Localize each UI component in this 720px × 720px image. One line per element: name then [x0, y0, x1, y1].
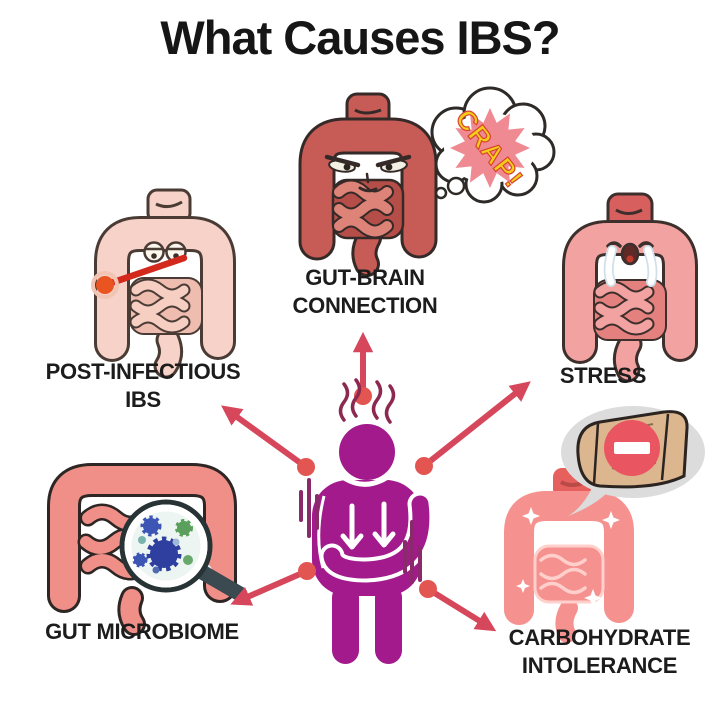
- no-entry-icon: [604, 420, 660, 476]
- steam-squiggle-icon: [338, 378, 396, 424]
- label-line: CONNECTION: [292, 293, 438, 319]
- flat-intestine-icon: [504, 465, 634, 643]
- microbes-icon: [132, 515, 193, 574]
- frown-mouth: [338, 470, 396, 487]
- sick-intestine-icon: [91, 188, 236, 379]
- label-line: IBS: [125, 387, 161, 413]
- crying-face-icon: [603, 241, 658, 287]
- label-line: GUT MICROBIOME: [45, 619, 239, 644]
- cause-label-gut-brain-connection: GUT-BRAIN CONNECTION: [255, 264, 475, 320]
- intestine-body: [94, 188, 236, 379]
- label-line: CARBOHYDRATE: [508, 625, 691, 650]
- label-line: POST-INFECTIOUS: [45, 359, 241, 384]
- intestine-magnifier-icon: [47, 463, 248, 636]
- cause-label-stress: STRESS: [538, 362, 668, 390]
- arm-across-belly: [323, 495, 430, 579]
- angry-intestine-icon: [298, 92, 438, 277]
- vibration-lines-icon: [299, 478, 422, 584]
- arrow-dot: [297, 387, 437, 598]
- intestine-body: [504, 465, 634, 643]
- cause-label-post-infectious-ibs: POST-INFECTIOUS IBS: [18, 358, 268, 414]
- intestine-body: [298, 92, 438, 277]
- crying-intestine-icon: [562, 192, 698, 383]
- arrow-to-post-infectious: [221, 405, 308, 470]
- cause-label-gut-microbiome: GUT MICROBIOME: [17, 618, 267, 646]
- page-title: What Causes IBS?: [160, 11, 560, 64]
- speech-bubble-icon: [561, 406, 705, 516]
- thermometer-icon: [91, 254, 188, 299]
- arrow-to-microbiome: [230, 568, 309, 606]
- arrow-to-carbohydrate: [426, 586, 497, 632]
- label-line: INTOLERANCE: [521, 653, 678, 679]
- down-arrows-icon: [340, 501, 396, 550]
- label-line: GUT-BRAIN: [305, 265, 425, 290]
- starburst-shape: [450, 108, 530, 188]
- thought-bubble-icon: CRAP!: [430, 86, 556, 204]
- person-holding-stomach-icon: [312, 424, 434, 664]
- intestine-body: [562, 192, 698, 383]
- arrow-to-stress: [422, 381, 531, 469]
- arrow-icon: [221, 331, 531, 632]
- angry-face-icon: [324, 154, 412, 193]
- magnifier-icon: [119, 499, 248, 602]
- label-line: STRESS: [559, 363, 647, 388]
- cause-label-carbohydrate-intolerance: CARBOHYDRATE INTOLERANCE: [477, 624, 720, 680]
